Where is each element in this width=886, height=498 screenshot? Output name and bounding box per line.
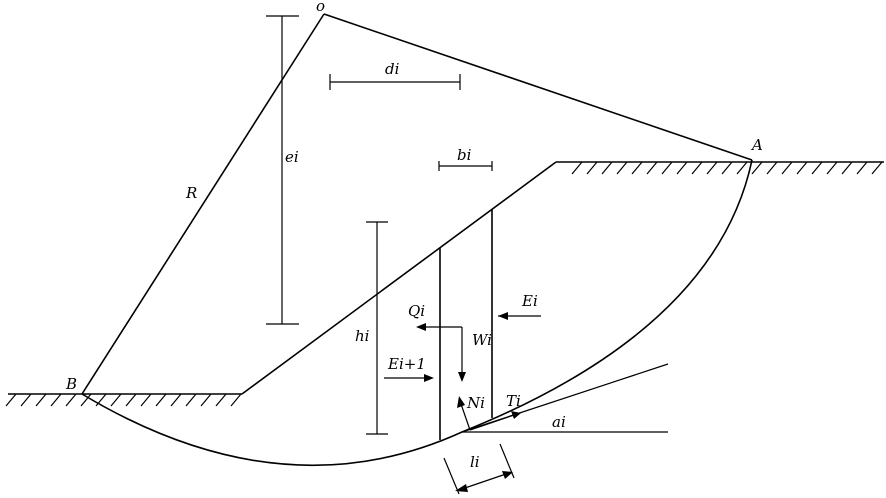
hatch-mark (691, 161, 703, 175)
hatch-mark (796, 161, 808, 175)
lower-ground-hatching (5, 393, 242, 407)
qi-arrowhead (416, 323, 426, 331)
label-li: li (470, 453, 480, 471)
hatch-mark (35, 393, 47, 407)
label-di: di (385, 60, 400, 78)
li-dimension-line (461, 473, 507, 490)
hatch-mark (140, 393, 152, 407)
hatch-mark (841, 161, 853, 175)
label-r: R (185, 184, 197, 202)
hatch-mark (706, 161, 718, 175)
hatch-mark (826, 161, 838, 175)
hatch-mark (616, 161, 628, 175)
label-ei: ei (285, 148, 299, 166)
li-left-arrowhead (455, 484, 468, 492)
label-b: B (65, 375, 77, 393)
hatch-mark (5, 393, 17, 407)
hatch-mark (80, 393, 92, 407)
hatch-mark (571, 161, 583, 175)
hatch-mark (65, 393, 77, 407)
hatch-mark (676, 161, 688, 175)
ti-arrowhead (511, 411, 521, 419)
hatch-mark (200, 393, 212, 407)
hatch-mark (215, 393, 227, 407)
radius-line-ob (81, 13, 325, 395)
label-qi: Qi (408, 302, 425, 320)
hatch-mark (50, 393, 62, 407)
label-hi: hi (355, 327, 370, 345)
hatch-mark (766, 161, 778, 175)
hatch-mark (871, 161, 883, 175)
hatch-mark (631, 161, 643, 175)
hatch-mark (811, 161, 823, 175)
label-ei1: Ei+1 (387, 355, 426, 373)
label-o: o (316, 0, 325, 15)
label-ni: Ni (466, 394, 485, 412)
li-left-tick (443, 457, 460, 495)
hatch-mark (646, 161, 658, 175)
hatch-mark (230, 393, 242, 407)
ni-force-arrow (460, 403, 471, 431)
hatch-mark (20, 393, 32, 407)
hatch-mark (601, 161, 613, 175)
ni-arrowhead (457, 396, 465, 408)
hatch-mark (586, 161, 598, 175)
label-ti: Ti (506, 392, 521, 410)
hatch-mark (721, 161, 733, 175)
slope-face-line (241, 161, 557, 395)
li-right-arrowhead (502, 471, 513, 479)
hatch-mark (751, 161, 763, 175)
label-wi: Wi (472, 331, 492, 349)
ti-force-arrow (469, 414, 515, 431)
upper-ground-hatching (571, 161, 883, 175)
hatch-mark (155, 393, 167, 407)
label-a: A (750, 136, 763, 154)
hatch-mark (856, 161, 868, 175)
hatch-mark (185, 393, 197, 407)
label-bi: bi (457, 146, 472, 164)
ei-arrowhead (498, 312, 508, 320)
hatch-mark (110, 393, 122, 407)
hatch-mark (170, 393, 182, 407)
label-ai: ai (552, 413, 566, 431)
hatch-mark (781, 161, 793, 175)
ei1-arrowhead (424, 374, 434, 382)
radius-line-oa (323, 13, 753, 161)
hatch-mark (736, 161, 748, 175)
hatch-mark (125, 393, 137, 407)
wi-arrowhead (458, 372, 466, 382)
label-ei-force: Ei (521, 292, 538, 310)
hatch-mark (661, 161, 673, 175)
